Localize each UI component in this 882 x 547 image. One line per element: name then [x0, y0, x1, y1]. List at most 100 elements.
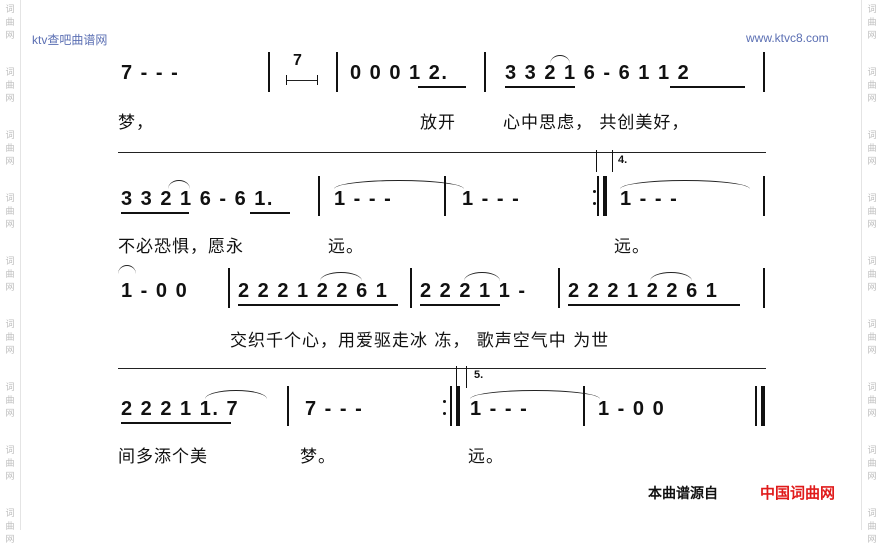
- tie: [464, 272, 500, 281]
- final-barline: [755, 386, 757, 426]
- barline: [268, 52, 270, 92]
- lyrics-4c: 远。: [468, 447, 504, 467]
- notes-2d: 1 - - -: [620, 188, 679, 210]
- right-edge-watermark: 词曲网词曲网词曲网词曲网词曲网词曲网词曲网词曲网词曲网: [861, 0, 882, 545]
- lyrics-4a: 间多添个美: [118, 447, 208, 467]
- repeat-barline: [456, 386, 460, 426]
- lyrics-1c: 心中思虑， 共创美好，: [503, 113, 690, 133]
- tie: [650, 272, 692, 281]
- barline: [318, 176, 320, 216]
- notes-3b: 2 2 2 1 2 2 6 1: [238, 280, 389, 302]
- source-label: 本曲谱源自: [648, 486, 718, 502]
- edge-watermark-text: 词曲网: [867, 194, 877, 230]
- volta-bracket: [612, 150, 613, 172]
- notes-4d: 1 - 0 0: [598, 398, 666, 420]
- notes-3d: 2 2 2 1 2 2 6 1: [568, 280, 719, 302]
- volta-bracket: [596, 150, 597, 172]
- edge-watermark-text: 词曲网: [867, 509, 877, 545]
- tie: [334, 180, 464, 189]
- beam: [238, 304, 398, 306]
- barline: [558, 268, 560, 308]
- barline: [597, 176, 599, 216]
- barline: [763, 176, 765, 216]
- edge-watermark-text: 词曲网: [5, 131, 15, 167]
- source-site-link[interactable]: 中国词曲网: [760, 484, 836, 502]
- measure-rest-count: 7: [293, 52, 302, 69]
- edge-watermark-text: 词曲网: [867, 383, 877, 419]
- notes-4a: 2 2 2 1 1. 7: [121, 398, 240, 420]
- beam: [121, 422, 231, 424]
- rest-tick: [317, 75, 318, 85]
- barline: [287, 386, 289, 426]
- notes-4c: 1 - - -: [470, 398, 529, 420]
- lyrics-2c: 远。: [614, 237, 650, 257]
- repeat-barline: [603, 176, 607, 216]
- edge-watermark-text: 词曲网: [867, 131, 877, 167]
- volta-number: 4.: [618, 154, 628, 166]
- barline: [763, 268, 765, 308]
- beam: [121, 212, 189, 214]
- edge-watermark-text: 词曲网: [5, 257, 15, 293]
- lyrics-2a: 不必恐惧，愿永: [118, 237, 244, 257]
- notes-2b: 1 - - -: [334, 188, 393, 210]
- edge-watermark-text: 词曲网: [5, 68, 15, 104]
- watermark-left: ktv查吧曲谱网: [32, 33, 108, 47]
- beam: [568, 304, 740, 306]
- measure-rest-bar: [286, 80, 318, 81]
- edge-watermark-text: 词曲网: [867, 257, 877, 293]
- volta-bracket: [456, 366, 457, 388]
- barline: [410, 268, 412, 308]
- repeat-dot: [593, 190, 596, 193]
- beam: [420, 304, 500, 306]
- edge-watermark-text: 词曲网: [867, 320, 877, 356]
- edge-watermark-text: 词曲网: [5, 320, 15, 356]
- barline: [444, 176, 446, 216]
- barline: [763, 52, 765, 92]
- lyrics-4b: 梦。: [300, 447, 336, 467]
- notes-3c: 2 2 2 1 1 -: [420, 280, 527, 302]
- edge-watermark-text: 词曲网: [5, 5, 15, 41]
- barline: [484, 52, 486, 92]
- tie: [205, 390, 267, 399]
- final-barline: [761, 386, 765, 426]
- lyrics-1a: 梦，: [118, 113, 154, 133]
- edge-watermark-text: 词曲网: [867, 446, 877, 482]
- edge-watermark-text: 词曲网: [5, 446, 15, 482]
- edge-watermark-text: 词曲网: [5, 509, 15, 545]
- repeat-dot: [443, 412, 446, 415]
- barline: [583, 386, 585, 426]
- tie: [470, 390, 600, 399]
- staff-separator: [118, 152, 766, 153]
- edge-watermark-text: 词曲网: [867, 68, 877, 104]
- volta-number: 5.: [474, 369, 484, 381]
- notes-4b: 7 - - -: [305, 398, 364, 420]
- beam: [670, 86, 745, 88]
- beam: [250, 212, 290, 214]
- edge-watermark-text: 词曲网: [5, 194, 15, 230]
- watermark-right: www.ktvc8.com: [746, 31, 829, 45]
- edge-watermark-text: 词曲网: [5, 383, 15, 419]
- lyrics-2b: 远。: [328, 237, 364, 257]
- notes-2c: 1 - - -: [462, 188, 521, 210]
- notes-3a: 1 - 0 0: [121, 280, 189, 302]
- staff-separator: [118, 368, 766, 369]
- tie: [118, 265, 136, 274]
- notes-1c: 3 3 2 1 6 - 6 1 1 2: [505, 62, 691, 84]
- lyrics-3a: 交织千个心，用爱驱走冰 冻， 歌声空气中 为世: [230, 331, 610, 351]
- repeat-dot: [443, 400, 446, 403]
- rest-tick: [286, 75, 287, 85]
- beam: [418, 86, 466, 88]
- repeat-dot: [593, 202, 596, 205]
- beam: [505, 86, 575, 88]
- lyrics-1b: 放开: [420, 113, 456, 133]
- barline: [228, 268, 230, 308]
- barline: [336, 52, 338, 92]
- left-edge-watermark: 词曲网词曲网词曲网词曲网词曲网词曲网词曲网词曲网词曲网: [0, 0, 21, 545]
- repeat-barline: [450, 386, 452, 426]
- tie: [168, 180, 190, 189]
- edge-watermark-text: 词曲网: [867, 5, 877, 41]
- notes-2a: 3 3 2 1 6 - 6 1.: [121, 188, 274, 210]
- volta-bracket: [466, 366, 467, 388]
- notes-1b: 0 0 0 1 2.: [350, 62, 449, 84]
- tie: [320, 272, 362, 281]
